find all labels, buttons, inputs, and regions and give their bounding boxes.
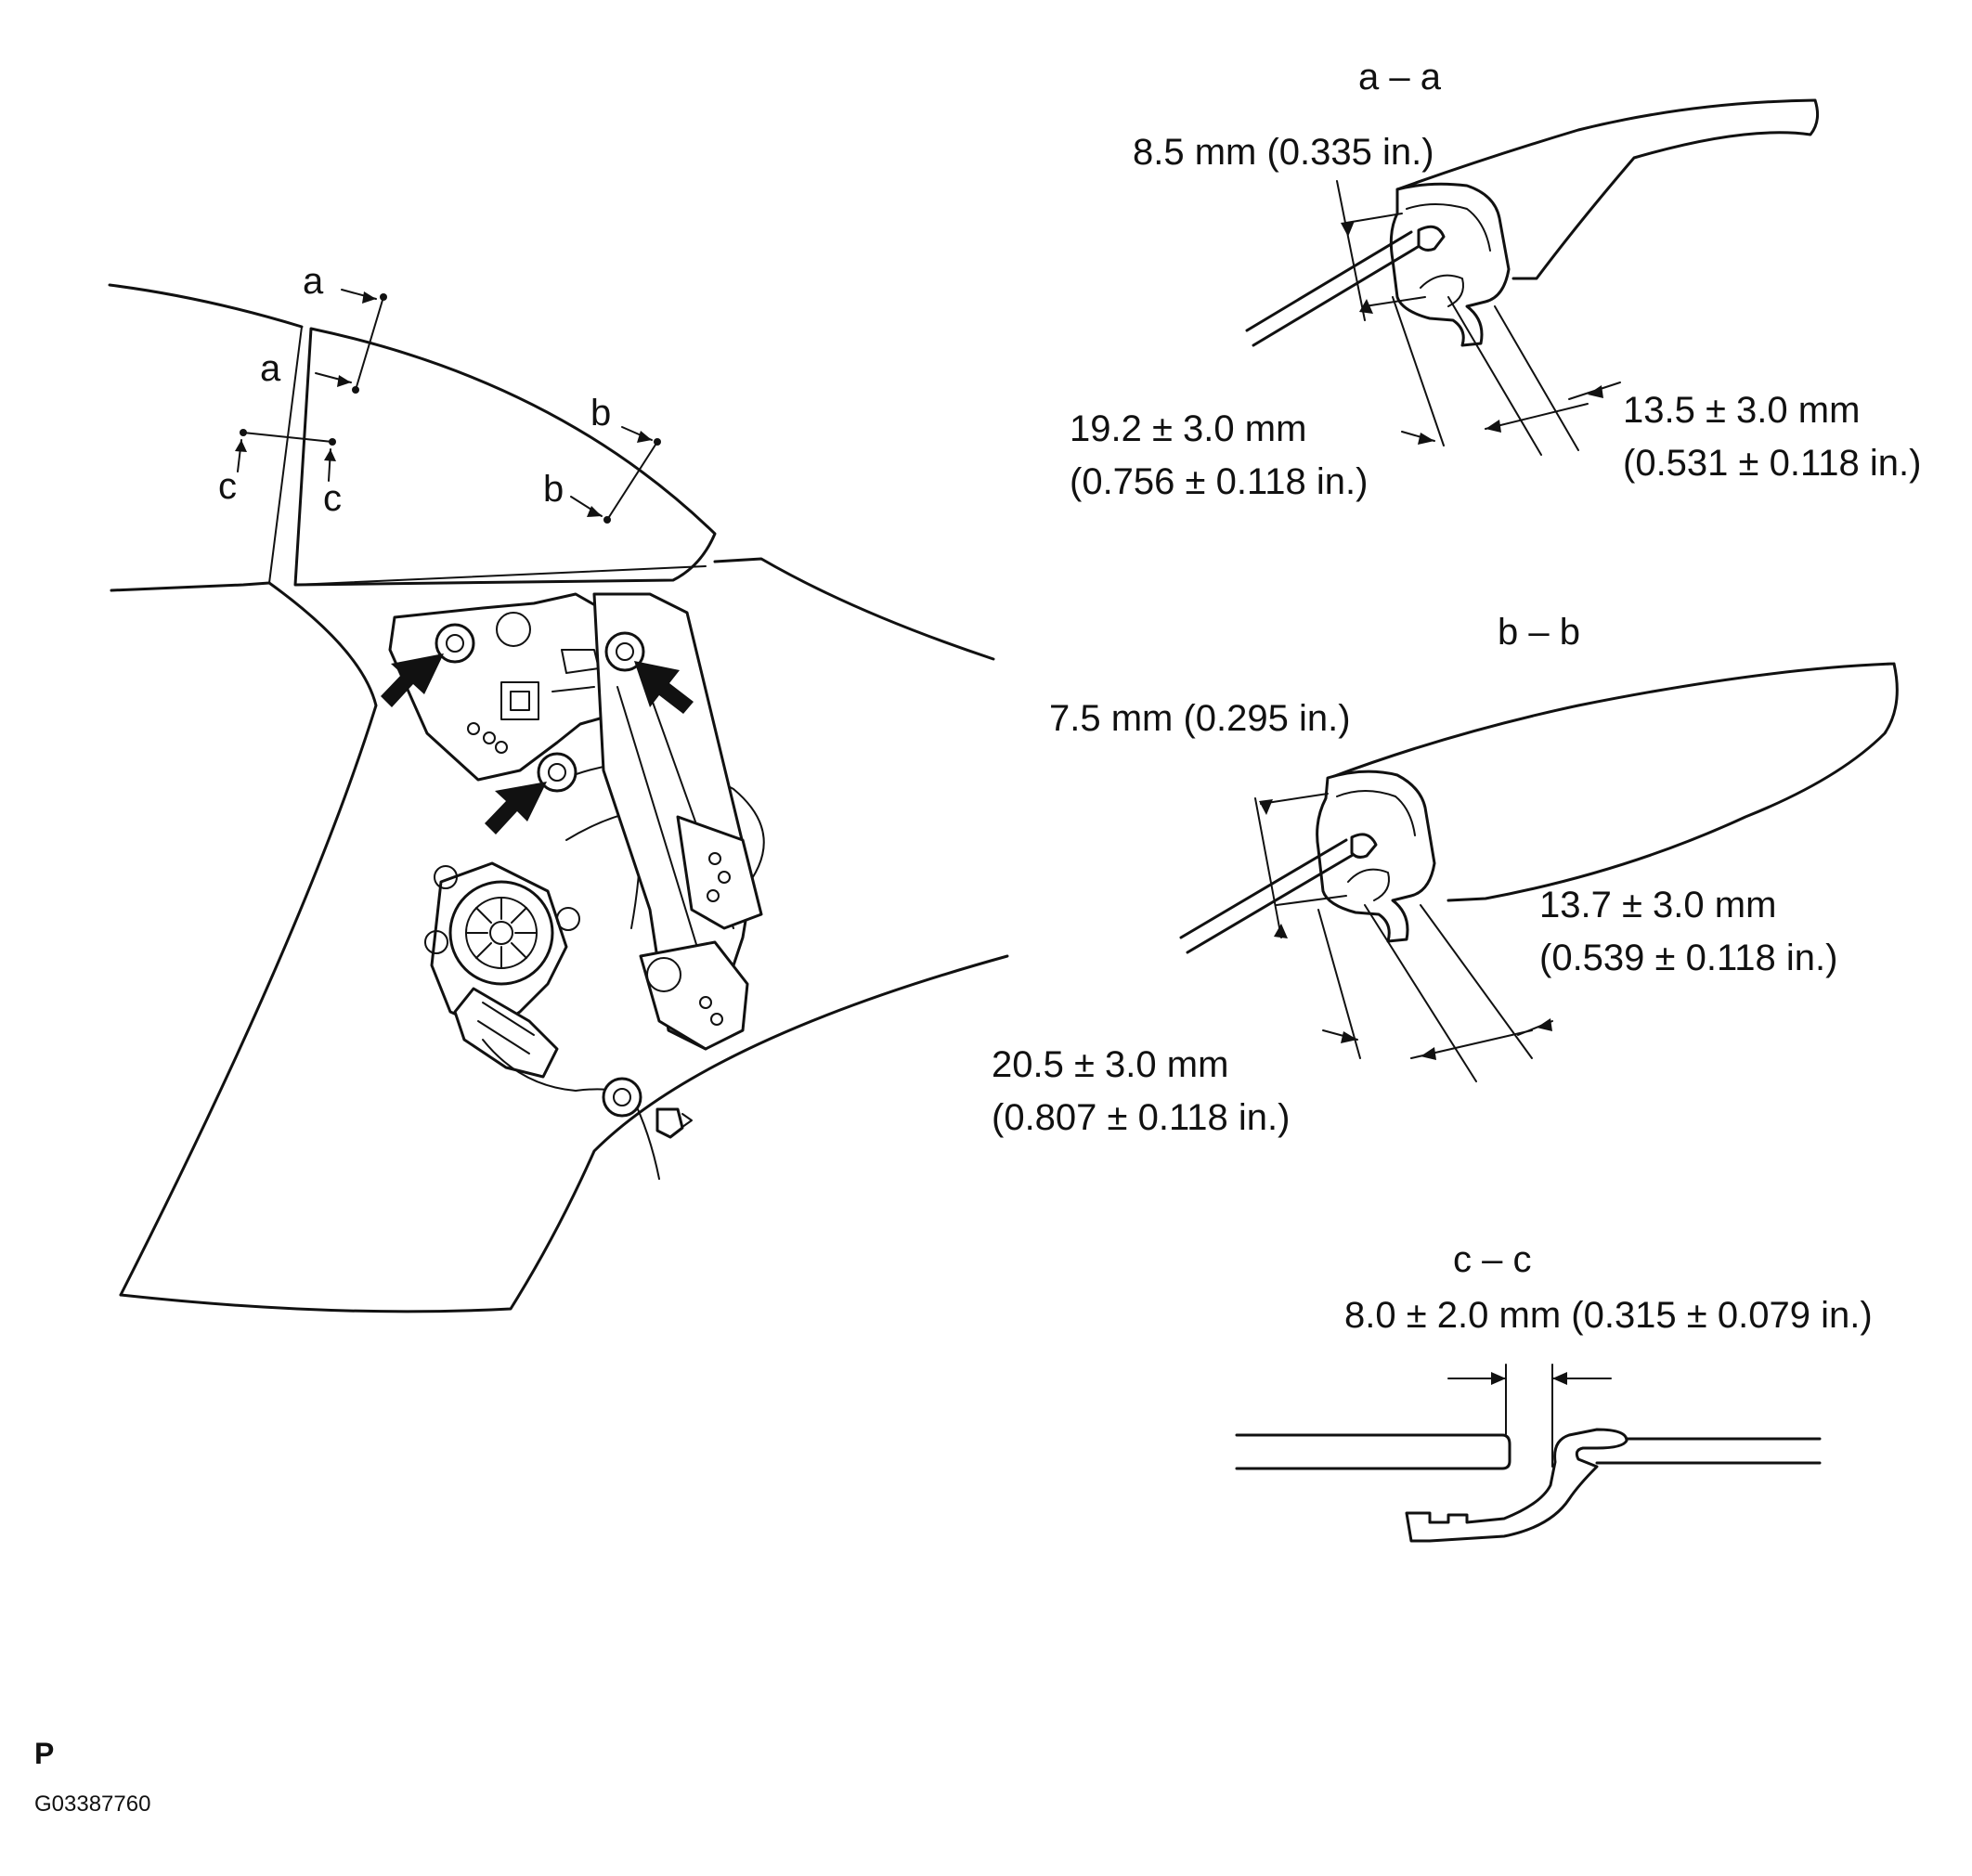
section-c-marker-left: c [218,466,237,507]
section-b-cut: b b [543,393,661,524]
installation-arrow-icon [381,653,444,707]
section-bb-dim-right-in: (0.539 ± 0.118 in.) [1539,938,1837,978]
section-bb-dim-left-mm: 20.5 ± 3.0 mm [992,1044,1228,1085]
section-b-marker-bottom: b [543,469,564,510]
section-aa-dim-right-in: (0.531 ± 0.118 in.) [1623,443,1921,484]
installation-arrow-icon [485,782,547,834]
section-cc-title: c – c [1453,1239,1531,1280]
section-cc-detail: c – c 8.0 ± 2.0 mm (0.315 ± 0.079 in.) [1235,1239,1873,1543]
footer-prefix: P [34,1737,54,1770]
section-aa-dim-right-mm: 13.5 ± 3.0 mm [1623,390,1860,431]
window-regulator-assembly [388,592,765,1180]
section-bb-detail: b – b 7.5 mm (0.295 in.) 20.5 ± 3.0 mm (… [992,612,1899,1138]
section-bb-dim-top: 7.5 mm (0.295 in.) [1049,698,1351,739]
figure-code: G03387760 [34,1792,150,1817]
section-b-marker-top: b [590,393,611,433]
section-aa-dim-left-in: (0.756 ± 0.118 in.) [1070,461,1368,502]
section-bb-dim-left-in: (0.807 ± 0.118 in.) [992,1097,1290,1138]
section-a-marker-top: a [303,261,324,302]
installation-arrow-icon [634,661,694,714]
section-a-cut: a a [260,261,387,394]
section-c-cut: c c [218,429,342,519]
section-cc-dim: 8.0 ± 2.0 mm (0.315 ± 0.079 in.) [1344,1295,1873,1336]
section-aa-title: a – a [1358,57,1442,97]
section-a-marker-bottom: a [260,348,281,389]
quarter-window-glass [293,327,717,587]
section-bb-dim-right-mm: 13.7 ± 3.0 mm [1539,885,1776,925]
section-c-marker-right: c [323,478,342,519]
section-aa-detail: a – a 8.5 mm (0.335 in.) 19.2 ± 3.0 mm (… [1070,57,1921,502]
quarter-panel-overview: a a b b c c [108,261,1009,1313]
section-bb-title: b – b [1498,612,1580,653]
section-aa-dim-left-mm: 19.2 ± 3.0 mm [1070,408,1306,449]
section-aa-dim-top: 8.5 mm (0.335 in.) [1133,132,1434,173]
